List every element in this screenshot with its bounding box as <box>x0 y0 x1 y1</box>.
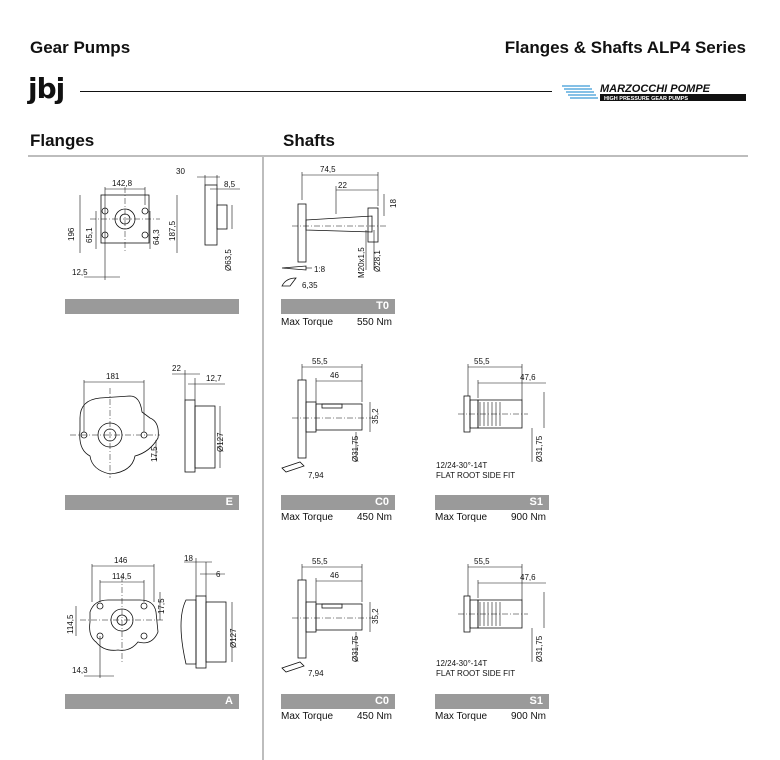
shaft-code-bar-s1-1: S1 <box>435 495 549 510</box>
shaft-t0-dim-18: 18 <box>389 199 398 208</box>
flange-drawing-1: 142,8 30 8,5 196 65,1 64,3 187,5 12,5 Ø6… <box>67 167 240 280</box>
flange-a-dim-17-5: 17,5 <box>157 598 166 614</box>
shaft-c0-2-torque-value: 450 Nm <box>357 711 393 722</box>
shaft-s1-1-torque-label: Max Torque <box>435 512 488 523</box>
flange-a-dim-114-5-v: 114,5 <box>66 614 75 634</box>
svg-text:HIGH PRESSURE GEAR PUMPS: HIGH PRESSURE GEAR PUMPS <box>604 96 688 102</box>
shaft-drawing-s1-1: 55,5 47,6 Ø31,75 12/24-30°-14T FLAT ROOT… <box>436 357 546 480</box>
shaft-t0-torque-value: 550 Nm <box>357 317 393 328</box>
shaft-s1-1-dim-55-5: 55,5 <box>474 357 490 366</box>
shaft-t0-taper: 1:8 <box>314 265 326 274</box>
flange-1-dim-30: 30 <box>176 167 185 176</box>
flange-e-dim-181: 181 <box>106 372 120 381</box>
flange-1-dim-63-5: Ø63,5 <box>224 249 233 271</box>
shaft-s1-1-spline-note-1: 12/24-30°-14T <box>436 461 487 470</box>
flange-code-bar-1 <box>65 299 239 314</box>
shaft-c0-1-torque-value: 450 Nm <box>357 512 393 523</box>
shaft-s1-1-dim-31-75: Ø31,75 <box>535 435 544 462</box>
section-title-shafts: Shafts <box>283 131 335 150</box>
shaft-t0-dim-74-5: 74,5 <box>320 165 336 174</box>
shaft-s1-2-spline-note-1: 12/24-30°-14T <box>436 659 487 668</box>
section-title-flanges: Flanges <box>30 131 95 150</box>
marzocchi-logo-mark: MARZOCCHI POMPE HIGH PRESSURE GEAR PUMPS <box>562 83 746 102</box>
shaft-c0-1-dim-55-5: 55,5 <box>312 357 328 366</box>
flange-drawing-e: 181 22 12,7 17,5 Ø127 <box>70 364 225 478</box>
shaft-s1-2-dim-55-5: 55,5 <box>474 557 490 566</box>
shaft-c0-2-dim-55-5: 55,5 <box>312 557 328 566</box>
flange-1-dim-187-5: 187,5 <box>168 220 177 241</box>
shaft-c0-2-dim-46: 46 <box>330 571 339 580</box>
shaft-s1-1-dim-47-6: 47,6 <box>520 373 536 382</box>
flange-1-dim-142-8: 142,8 <box>112 179 133 188</box>
header-right-title: Flanges & Shafts ALP4 Series <box>504 38 746 57</box>
shaft-s1-2-torque-label: Max Torque <box>435 711 488 722</box>
flange-e-dim-22: 22 <box>172 364 181 373</box>
shaft-c0-1-key: 7,94 <box>308 471 324 480</box>
flange-a-dim-146: 146 <box>114 556 128 565</box>
shaft-drawing-s1-2: 55,5 47,6 Ø31,75 12/24-30°-14T FLAT ROOT… <box>436 557 546 678</box>
shaft-c0-2-dim-31-75: Ø31,75 <box>351 635 360 662</box>
marzocchi-logo: MARZOCCHI POMPE HIGH PRESSURE GEAR PUMPS <box>560 80 748 104</box>
flange-1-dim-12-5: 12,5 <box>72 268 88 277</box>
shaft-s1-2-spline-note-2: FLAT ROOT SIDE FIT <box>436 669 515 678</box>
shaft-c0-2-dim-35-2: 35,2 <box>371 608 380 624</box>
shaft-t0-dim-28-1: Ø28,1 <box>373 250 382 272</box>
jbj-logo: jbj <box>28 72 65 105</box>
shaft-t0-dim-22: 22 <box>338 181 347 190</box>
shaft-c0-2-key: 7,94 <box>308 669 324 678</box>
flange-1-dim-64-3: 64,3 <box>152 229 161 245</box>
flange-code-bar-e: E <box>65 495 239 510</box>
shaft-s1-1-torque-value: 900 Nm <box>511 512 547 523</box>
shaft-c0-1-dim-31-75: Ø31,75 <box>351 435 360 462</box>
header-left-title: Gear Pumps <box>30 38 131 57</box>
shaft-code-bar-t0: T0 <box>281 299 395 314</box>
flange-1-dim-65-1: 65,1 <box>85 227 94 243</box>
flange-drawing-a: 146 114,5 18 6 17,5 114,5 14,3 Ø127 <box>66 554 238 678</box>
flange-a-dim-6: 6 <box>216 570 221 579</box>
shaft-t0-torque-label: Max Torque <box>281 317 334 328</box>
shaft-s1-1-spline-note-2: FLAT ROOT SIDE FIT <box>436 471 515 480</box>
shaft-c0-2-torque-label: Max Torque <box>281 711 334 722</box>
flange-e-dim-12-7: 12,7 <box>206 374 222 383</box>
flange-e-dim-127: Ø127 <box>216 432 225 452</box>
column-divider <box>262 157 264 760</box>
header-rule <box>80 91 552 92</box>
section-rule <box>28 155 748 157</box>
shaft-c0-1-dim-46: 46 <box>330 371 339 380</box>
shaft-t0-dim-m20: M20x1,5 <box>357 247 366 278</box>
flange-1-dim-196: 196 <box>67 227 76 241</box>
shaft-code-bar-c0-1: C0 <box>281 495 395 510</box>
shaft-s1-2-dim-47-6: 47,6 <box>520 573 536 582</box>
flange-a-dim-18: 18 <box>184 554 193 563</box>
flange-a-dim-14-3: 14,3 <box>72 666 88 675</box>
shaft-drawing-c0-2: 55,5 46 35,2 Ø31,75 7,94 <box>281 557 380 678</box>
shaft-s1-2-torque-value: 900 Nm <box>511 711 547 722</box>
flange-a-dim-127: Ø127 <box>229 628 238 648</box>
shaft-drawing-t0: 74,5 22 18 M20x1,5 Ø28,1 1:8 6,35 <box>281 165 398 290</box>
shaft-s1-2-dim-31-75: Ø31,75 <box>535 635 544 662</box>
shaft-c0-1-torque-label: Max Torque <box>281 512 334 523</box>
shaft-c0-1-dim-35-2: 35,2 <box>371 408 380 424</box>
shaft-drawing-c0-1: 55,5 46 35,2 Ø31,75 7,94 <box>281 357 380 480</box>
shaft-code-bar-c0-2: C0 <box>281 694 395 709</box>
flange-e-dim-17-5: 17,5 <box>150 446 159 462</box>
shaft-t0-key: 6,35 <box>302 281 318 290</box>
svg-text:MARZOCCHI POMPE: MARZOCCHI POMPE <box>600 83 711 95</box>
shaft-code-bar-s1-2: S1 <box>435 694 549 709</box>
flange-code-bar-a: A <box>65 694 239 709</box>
flange-1-dim-8-5: 8,5 <box>224 180 236 189</box>
flange-a-dim-114-5-h: 114,5 <box>112 572 132 581</box>
